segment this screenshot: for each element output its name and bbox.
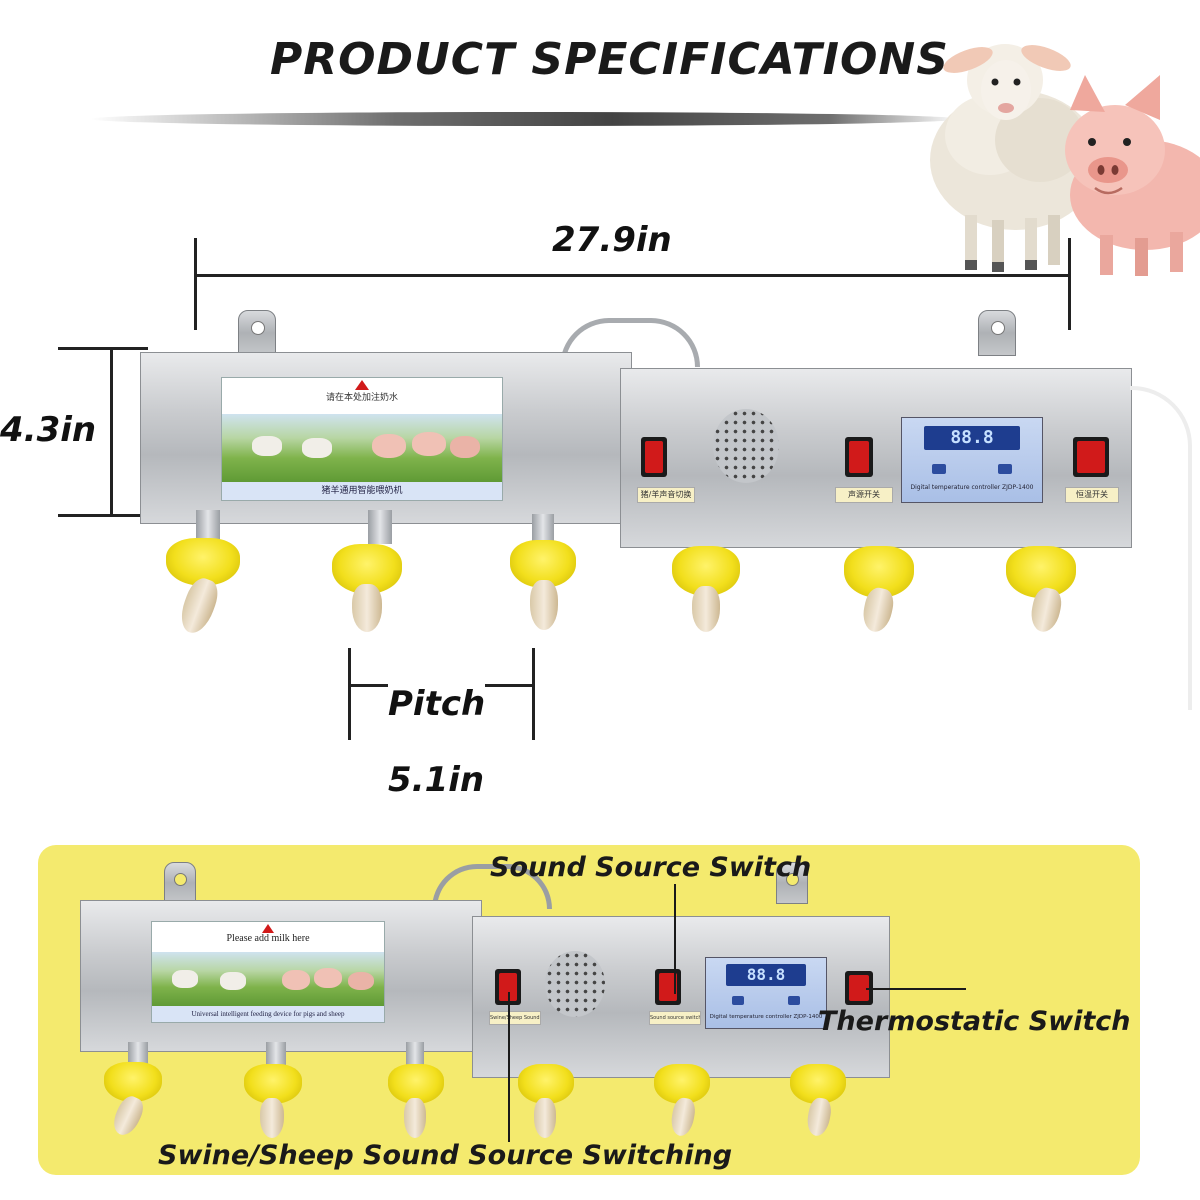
sound-source-switching-leader xyxy=(508,992,510,1142)
controller-down-button[interactable] xyxy=(788,996,800,1005)
sticker-caption: Universal intelligent feeding device for… xyxy=(152,1006,384,1022)
sound-source-switch-tag: 声源开关 xyxy=(835,487,893,503)
tank-sticker: Please add milk here Universal intellige… xyxy=(151,921,385,1023)
pig-illustration xyxy=(1065,75,1200,276)
nipple-row-top xyxy=(150,510,1110,650)
sheep-illustration xyxy=(930,44,1100,272)
pitch-left-tick xyxy=(348,648,351,740)
lcd-display: 88.8 xyxy=(726,964,806,986)
sound-source-switch-tag: Sound source switch xyxy=(649,1011,701,1025)
control-box: 猪/羊声音切换 声源开关 88.8 Digital temperature co… xyxy=(620,368,1132,548)
mounting-ear-left xyxy=(164,862,196,904)
tank-sticker: 请在本处加注奶水 猪羊通用智能喂奶机 xyxy=(221,377,503,501)
lcd-display: 88.8 xyxy=(924,426,1020,450)
mounting-ear-right xyxy=(978,310,1016,356)
sticker-arrow-text: 请在本处加注奶水 xyxy=(325,393,398,403)
arrow-up-icon xyxy=(355,380,369,390)
thermostatic-switch[interactable] xyxy=(1073,437,1109,477)
length-dimension-right-tick xyxy=(1068,238,1071,330)
pitch-right-tick xyxy=(532,648,535,740)
controller-down-button[interactable] xyxy=(998,464,1012,474)
milk-tank-box: 请在本处加注奶水 猪羊通用智能喂奶机 xyxy=(140,352,632,524)
swine-sheep-switch-tag: Swine/Sheep Sound Source Switching xyxy=(489,1011,541,1025)
sound-source-switch-leader xyxy=(674,884,676,994)
mounting-ear-left xyxy=(238,310,276,356)
control-box: Swine/Sheep Sound Source Switching Sound… xyxy=(472,916,890,1078)
page-title: PRODUCT SPECIFICATIONS xyxy=(270,34,949,85)
swine-sheep-switch-tag: 猪/羊声音切换 xyxy=(637,487,695,503)
mounting-ear-right xyxy=(776,862,808,904)
sound-source-switch-callout: Sound Source Switch xyxy=(490,852,812,883)
pitch-label: Pitch xyxy=(388,684,486,724)
sound-source-switch[interactable] xyxy=(655,969,681,1005)
length-value: 27.9in xyxy=(552,220,672,260)
pitch-value: 5.1in xyxy=(388,760,485,800)
controller-caption: Digital temperature controller ZJDP-1400 xyxy=(709,1014,823,1020)
speaker-grille-icon xyxy=(713,409,779,483)
arrow-up-icon xyxy=(262,924,274,933)
sticker-photo xyxy=(222,414,502,482)
temperature-controller[interactable]: 88.8 Digital temperature controller ZJDP… xyxy=(705,957,827,1029)
length-dimension-line xyxy=(194,274,1071,277)
height-dimension-bottom-tick xyxy=(58,514,148,517)
milk-tank-box: Please add milk here Universal intellige… xyxy=(80,900,482,1052)
controller-caption: Digital temperature controller ZJDP-1400 xyxy=(910,484,1034,491)
sticker-photo xyxy=(152,952,384,1006)
height-dimension-line xyxy=(110,347,113,517)
controller-up-button[interactable] xyxy=(732,996,744,1005)
temperature-controller[interactable]: 88.8 Digital temperature controller ZJDP… xyxy=(901,417,1043,503)
height-dimension-top-tick xyxy=(58,347,148,350)
thermostatic-switch-leader xyxy=(866,988,966,990)
sound-source-switch[interactable] xyxy=(845,437,873,477)
thermostatic-switch-callout: Thermostatic Switch xyxy=(818,1006,1131,1037)
sticker-caption: 猪羊通用智能喂奶机 xyxy=(222,482,502,500)
feeder-machine-top: 请在本处加注奶水 猪羊通用智能喂奶机 猪/羊声音切换 声源开关 88.8 xyxy=(140,310,1192,710)
sticker-arrow-text: Please add milk here xyxy=(226,933,310,944)
swine-sheep-switch[interactable] xyxy=(641,437,667,477)
title-underline xyxy=(90,112,960,126)
animals-illustration xyxy=(930,44,1200,276)
height-value: 4.3in xyxy=(0,410,97,450)
length-dimension-left-tick xyxy=(194,238,197,330)
sound-source-switching-callout: Swine/Sheep Sound Source Switching xyxy=(158,1140,733,1171)
power-cable xyxy=(1130,386,1192,710)
controller-up-button[interactable] xyxy=(932,464,946,474)
speaker-grille-icon xyxy=(545,951,605,1017)
thermostatic-switch-tag: 恒温开关 xyxy=(1065,487,1119,503)
feeder-machine-bottom: Please add milk here Universal intellige… xyxy=(80,862,900,1162)
